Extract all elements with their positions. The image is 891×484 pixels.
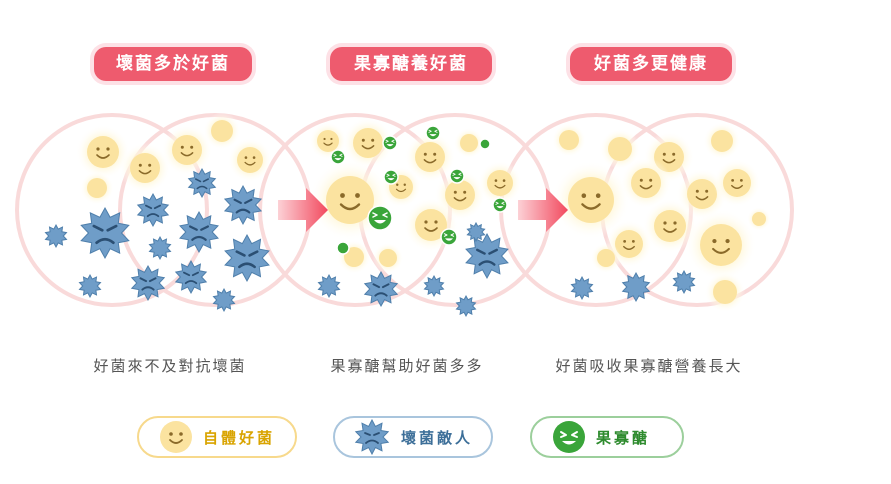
oligosaccharide-icon <box>553 421 585 453</box>
good-bacteria <box>80 171 114 205</box>
good-bacteria <box>599 128 641 170</box>
oligosaccharide <box>330 149 346 165</box>
arrow-icon <box>278 188 328 232</box>
bad-bacteria <box>455 294 477 318</box>
good-bacteria <box>75 124 131 180</box>
bad-bacteria <box>363 270 399 308</box>
arrow-icon <box>518 188 568 232</box>
oligosaccharide <box>382 135 398 151</box>
good-bacteria <box>703 122 741 160</box>
good-bacteria <box>342 117 394 169</box>
oligosaccharide <box>449 168 465 184</box>
bad-bacteria <box>174 259 208 295</box>
cell-ring <box>15 113 209 307</box>
good-bacteria <box>552 123 586 157</box>
bad-bacteria <box>80 206 130 260</box>
good-bacteria <box>477 160 523 206</box>
bad-bacteria <box>223 184 263 226</box>
bad-bacteria <box>621 271 651 303</box>
good-bacteria <box>372 242 404 274</box>
good-bacteria <box>551 160 631 240</box>
stage-3-caption: 好菌吸收果寡醣營養長大 <box>555 357 743 375</box>
bad-bacteria <box>570 275 594 301</box>
stage-3-title: 好菌多更健康 <box>570 47 732 81</box>
good-bacteria <box>590 242 622 274</box>
good-bacteria <box>227 137 273 183</box>
good-bacteria <box>161 124 213 176</box>
bad-bacteria-icon <box>354 418 390 456</box>
good-bacteria <box>605 220 653 268</box>
bad-bacteria <box>130 264 166 302</box>
good-bacteria <box>203 112 241 150</box>
bad-bacteria <box>224 233 270 283</box>
good-bacteria <box>747 207 771 231</box>
good-bacteria-icon <box>160 421 192 453</box>
good-bacteria <box>453 127 485 159</box>
legend-oligo-label: 果寡醣 <box>596 428 651 447</box>
bad-bacteria <box>148 235 172 261</box>
legend-good-bacteria: 自體好菌 <box>137 416 297 458</box>
bad-bacteria <box>78 273 102 299</box>
bad-bacteria <box>187 167 217 199</box>
good-bacteria <box>704 271 746 313</box>
bad-bacteria <box>136 192 170 228</box>
bad-bacteria <box>44 223 68 249</box>
oligosaccharide <box>440 228 458 246</box>
stage-2-title: 果寡醣養好菌 <box>330 47 492 81</box>
bad-bacteria <box>212 287 236 313</box>
bad-bacteria <box>317 273 341 299</box>
oligosaccharide <box>479 138 491 150</box>
good-bacteria <box>685 209 757 281</box>
good-bacteria <box>620 157 672 209</box>
oligosaccharide <box>492 197 508 213</box>
bad-bacteria <box>465 232 509 280</box>
stage-1-caption: 好菌來不及對抗壞菌 <box>93 357 247 375</box>
bad-bacteria <box>179 210 219 254</box>
oligosaccharide <box>425 125 441 141</box>
oligosaccharide <box>367 205 393 231</box>
legend-good-label: 自體好菌 <box>203 428 276 447</box>
good-bacteria <box>642 198 698 254</box>
stage-1-title: 壞菌多於好菌 <box>94 47 252 81</box>
good-bacteria <box>713 159 761 207</box>
good-bacteria <box>404 131 456 183</box>
bad-bacteria <box>672 269 696 295</box>
good-bacteria <box>119 142 171 194</box>
stage-2-caption: 果寡醣幫助好菌多多 <box>330 357 484 375</box>
legend-bad-bacteria: 壞菌敵人 <box>333 416 493 458</box>
bad-bacteria <box>466 221 486 243</box>
bacteria-layer <box>44 112 771 318</box>
legend-bad-label: 壞菌敵人 <box>401 428 474 447</box>
bad-bacteria <box>423 274 445 298</box>
legend-oligosaccharide: 果寡醣 <box>530 416 684 458</box>
oligosaccharide <box>336 241 350 255</box>
oligosaccharide <box>383 169 399 185</box>
transition-arrows <box>278 188 568 232</box>
